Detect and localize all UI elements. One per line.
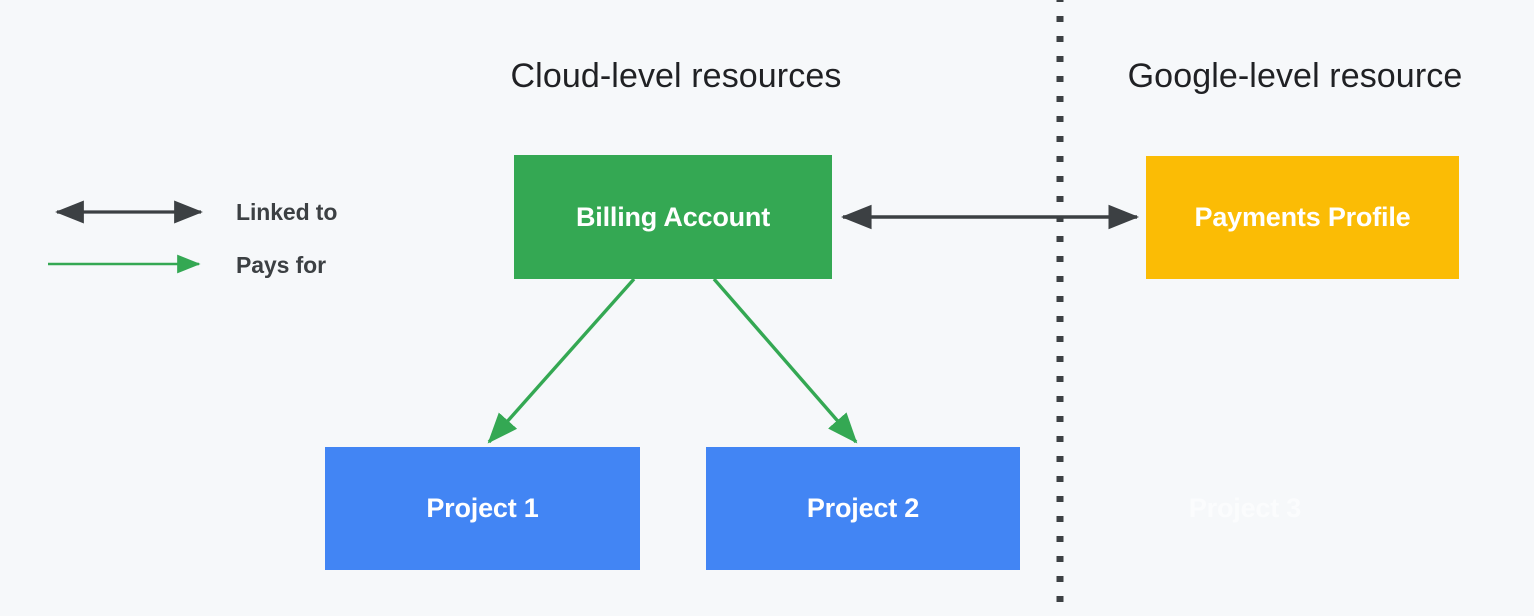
- node-project-2[interactable]: Project 2: [706, 447, 1020, 570]
- node-billing-account[interactable]: Billing Account: [514, 155, 832, 279]
- legend-label-pays-for: Pays for: [236, 252, 326, 278]
- node-project-3-ghost: Project 3: [1188, 493, 1302, 523]
- section-title-google-level: Google-level resource: [1127, 57, 1463, 95]
- node-payments-profile[interactable]: Payments Profile: [1146, 156, 1459, 279]
- legend-label-linked-to: Linked to: [236, 199, 338, 225]
- node-project-1[interactable]: Project 1: [325, 447, 640, 570]
- section-title-cloud-level: Cloud-level resources: [510, 57, 842, 95]
- connector-billing-to-project1-arrow-icon: [487, 277, 636, 444]
- connector-billing-to-project2-arrow-icon: [712, 277, 858, 444]
